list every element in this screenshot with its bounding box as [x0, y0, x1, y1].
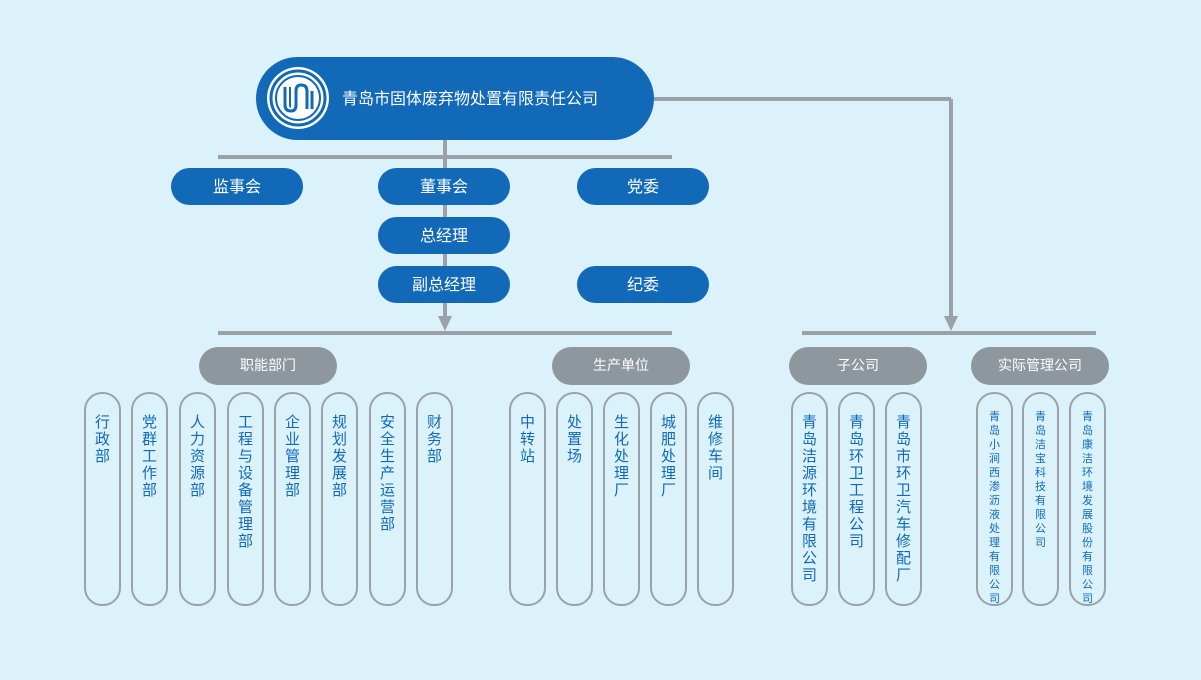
deputy-general-manager-node: 副总经理 — [378, 266, 510, 303]
production-unit-label: 维修车间 — [707, 413, 723, 482]
subsidiary-label: 青岛洁源环境有限公司 — [801, 413, 817, 584]
managed-company-box: 青岛小涧西渗沥液处理有限公司 — [976, 392, 1013, 606]
general-manager-node: 总经理 — [378, 217, 510, 254]
wave-logo-icon — [267, 67, 329, 129]
functional-departments-category: 职能部门 — [199, 347, 337, 385]
functional-dept-label: 工程与设备管理部 — [237, 413, 253, 550]
subsidiaries-category: 子公司 — [789, 347, 927, 385]
functional-dept-label: 规划发展部 — [331, 413, 347, 499]
supervisory-board-node: 监事会 — [171, 168, 303, 205]
managed-companies-category: 实际管理公司 — [971, 347, 1109, 385]
subsidiary-box: 青岛市环卫汽车修配厂 — [885, 392, 922, 606]
functional-dept-box: 人力资源部 — [179, 392, 216, 606]
functional-dept-label: 企业管理部 — [284, 413, 300, 499]
functional-dept-label: 安全生产运营部 — [379, 413, 395, 533]
subsidiary-box: 青岛环卫工程公司 — [838, 392, 875, 606]
managed-company-label: 青岛小涧西渗沥液处理有限公司 — [989, 410, 1000, 605]
functional-dept-box: 规划发展部 — [321, 392, 358, 606]
managed-company-label: 青岛康洁环境发展股份有限公司 — [1082, 410, 1093, 605]
production-unit-label: 生化处理厂 — [613, 413, 629, 499]
root-company-title: 青岛市固体废弃物处置有限责任公司 — [342, 89, 599, 108]
root-company-node: 青岛市固体废弃物处置有限责任公司 — [256, 57, 654, 140]
functional-dept-box: 党群工作部 — [131, 392, 168, 606]
party-committee-node: 党委 — [577, 168, 709, 205]
functional-dept-label: 行政部 — [94, 413, 110, 465]
subsidiary-label: 青岛市环卫汽车修配厂 — [895, 413, 911, 584]
production-unit-label: 处置场 — [566, 413, 582, 465]
managed-company-box: 青岛洁宝科技有限公司 — [1022, 392, 1059, 606]
functional-dept-label: 党群工作部 — [141, 413, 157, 499]
managed-company-box: 青岛康洁环境发展股份有限公司 — [1069, 392, 1106, 606]
discipline-committee-node: 纪委 — [577, 266, 709, 303]
production-unit-box: 中转站 — [509, 392, 546, 606]
production-unit-box: 生化处理厂 — [603, 392, 640, 606]
subsidiary-label: 青岛环卫工程公司 — [848, 413, 864, 550]
production-unit-box: 维修车间 — [697, 392, 734, 606]
managed-company-label: 青岛洁宝科技有限公司 — [1035, 410, 1046, 549]
production-units-category: 生产单位 — [552, 347, 690, 385]
production-unit-label: 城肥处理厂 — [660, 413, 676, 499]
board-of-directors-node: 董事会 — [378, 168, 510, 205]
subsidiary-box: 青岛洁源环境有限公司 — [791, 392, 828, 606]
functional-dept-box: 行政部 — [84, 392, 121, 606]
production-unit-label: 中转站 — [519, 413, 535, 465]
functional-dept-label: 财务部 — [426, 413, 442, 465]
production-unit-box: 处置场 — [556, 392, 593, 606]
functional-dept-box: 安全生产运营部 — [369, 392, 406, 606]
functional-dept-box: 企业管理部 — [274, 392, 311, 606]
functional-dept-box: 财务部 — [416, 392, 453, 606]
functional-dept-box: 工程与设备管理部 — [227, 392, 264, 606]
production-unit-box: 城肥处理厂 — [650, 392, 687, 606]
functional-dept-label: 人力资源部 — [189, 413, 205, 499]
